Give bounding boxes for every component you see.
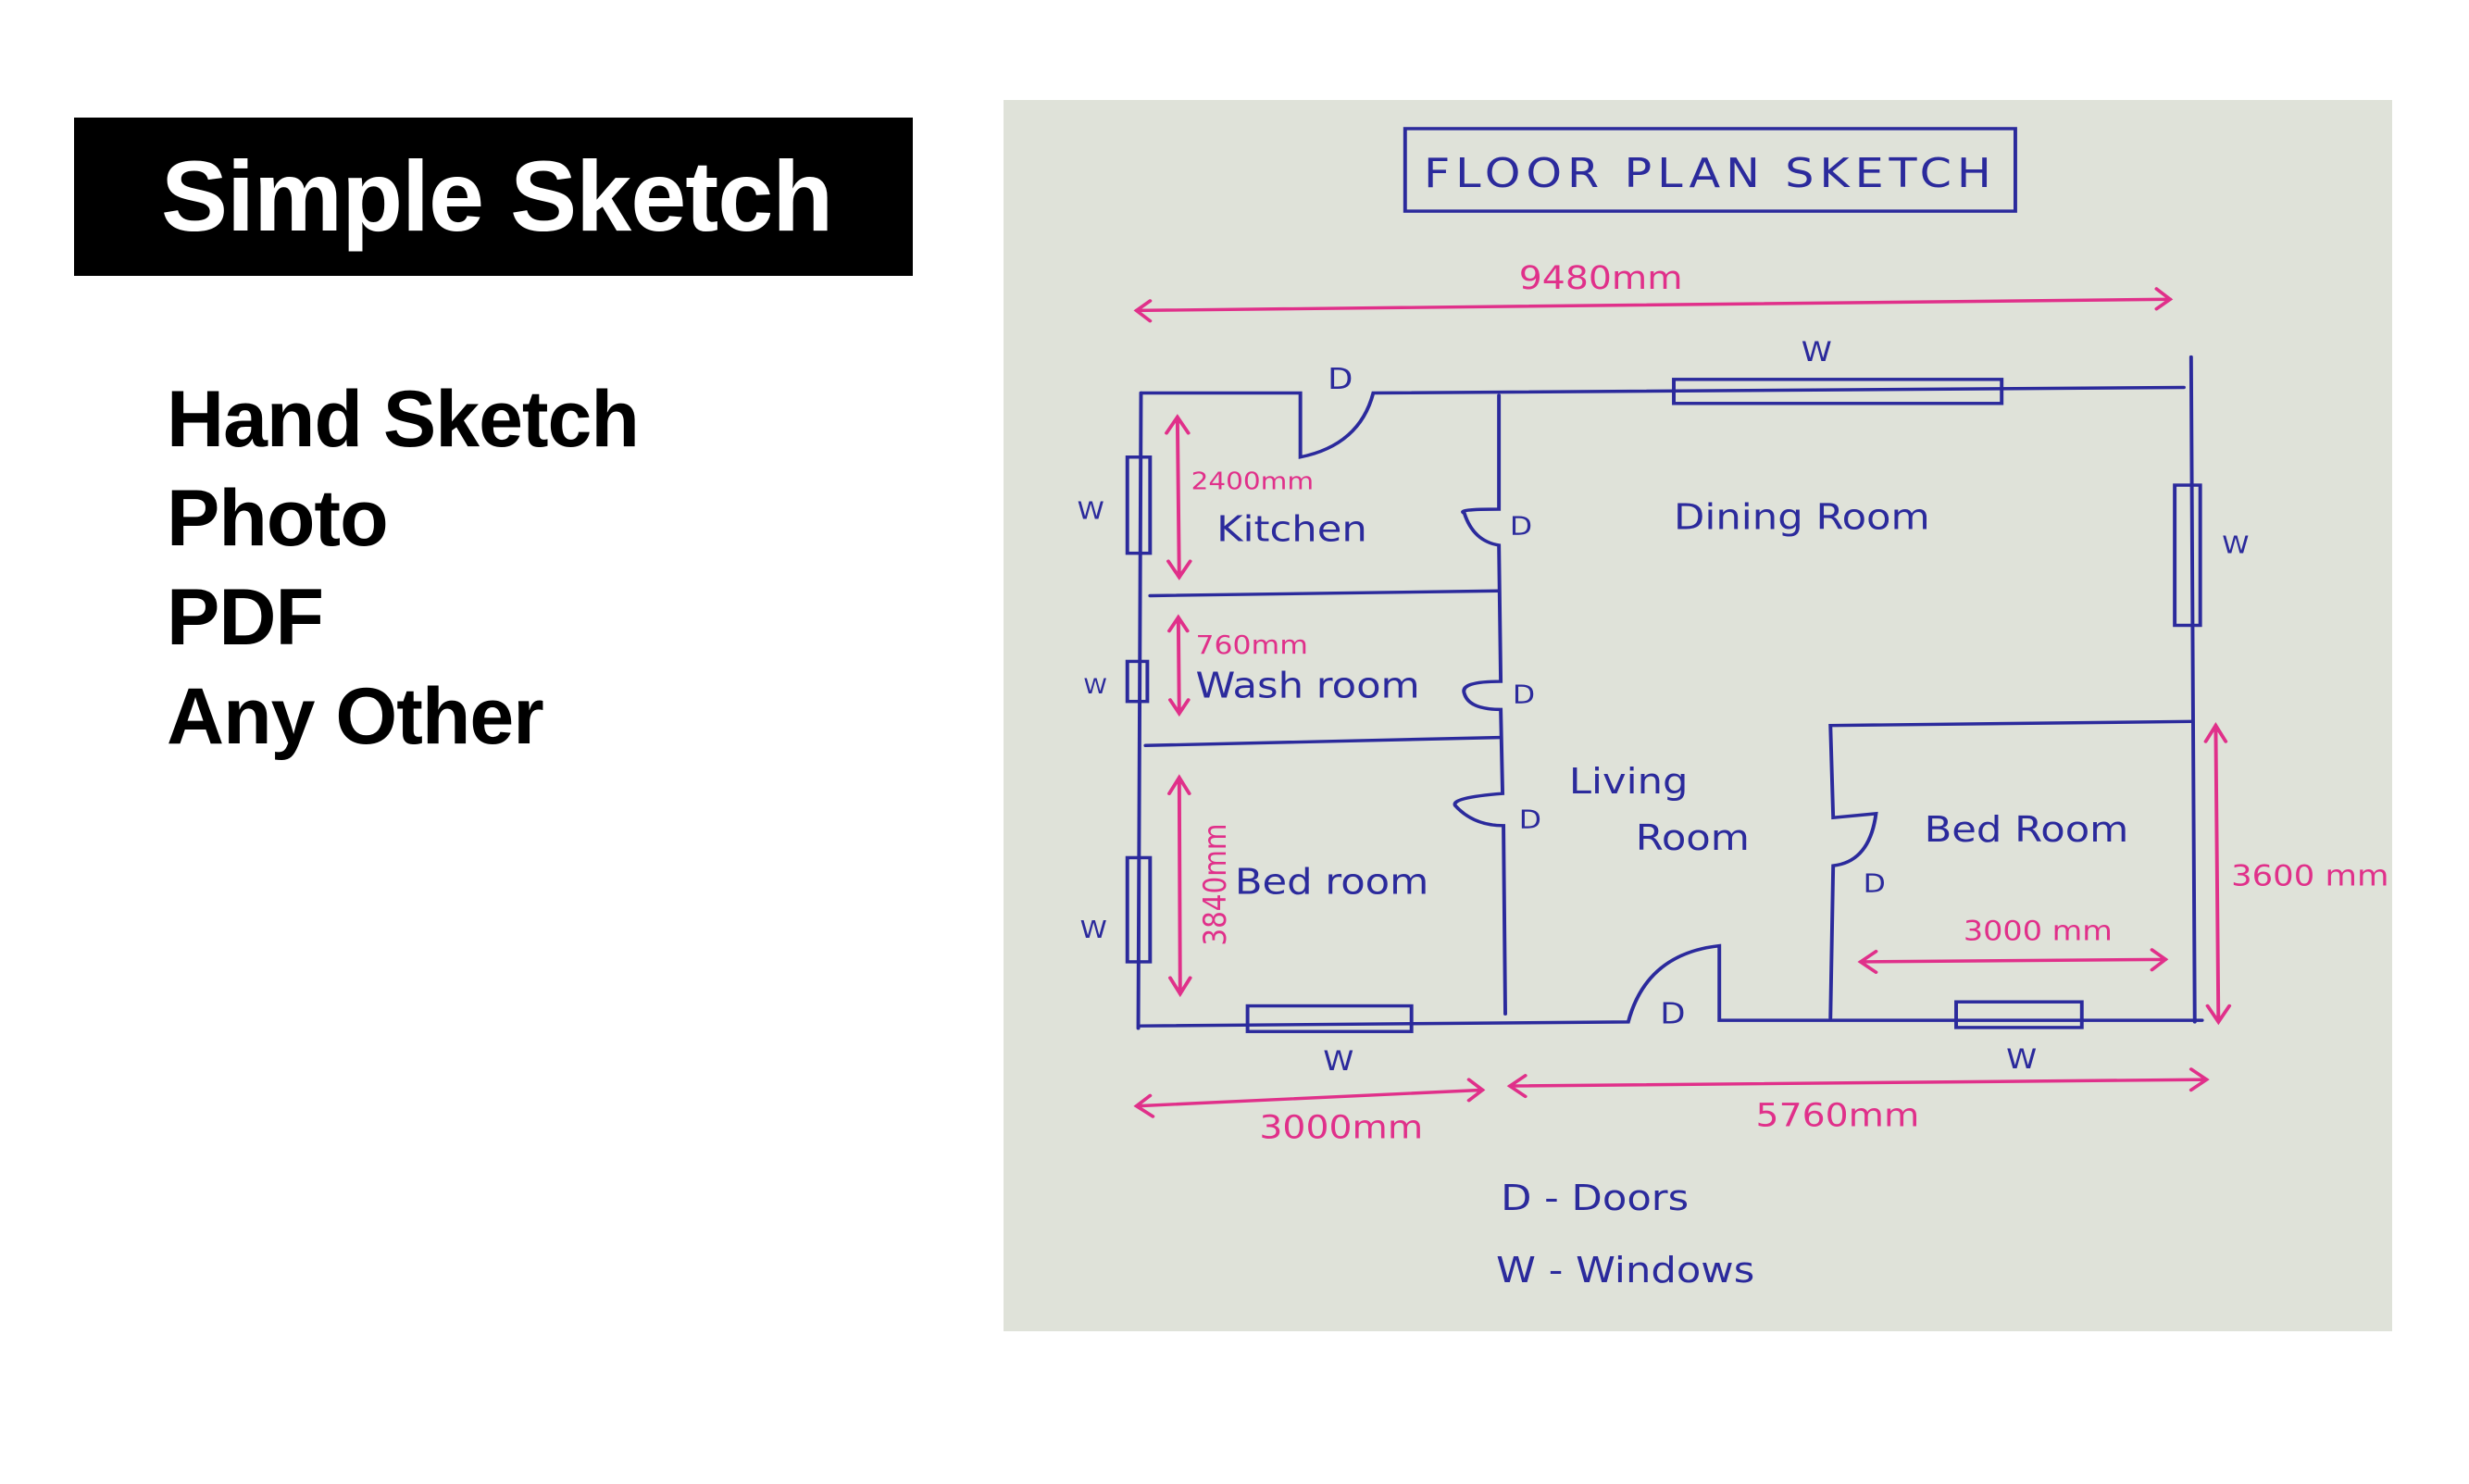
- format-item: Hand Sketch: [167, 375, 640, 464]
- dimension-bed-room-right-width: 3000 mm: [1964, 916, 2113, 947]
- title-banner: Simple Sketch: [74, 118, 913, 276]
- dimension-kitchen: 2400mm: [1191, 467, 1315, 495]
- floor-plan-sketch: FLOOR PLAN SKETCH Kitchen Wash room Bed …: [1078, 127, 2388, 1291]
- page-title: Simple Sketch: [161, 140, 833, 252]
- door-mark: D: [1660, 997, 1685, 1030]
- dimension-bottom-right: 5760mm: [1756, 1097, 1920, 1134]
- format-item: Any Other: [167, 672, 544, 761]
- room-label-living-room: Room: [1636, 817, 1750, 858]
- dimension-arrow: [1857, 948, 2169, 974]
- dimension-bed-room-right-height: 3600 mm: [2231, 859, 2388, 892]
- wall: [1143, 735, 1502, 748]
- format-item: Photo: [167, 474, 389, 563]
- wall: [1148, 589, 1502, 598]
- window: [2173, 483, 2202, 628]
- dimension-wash-room: 760mm: [1196, 630, 1308, 660]
- room-label-bed-room-left: Bed room: [1235, 861, 1428, 903]
- window: [1672, 378, 2004, 405]
- legend-windows: W - Windows: [1496, 1250, 1754, 1291]
- window: [1125, 855, 1153, 964]
- window-mark: W: [2006, 1044, 2037, 1076]
- heading-box: [1403, 127, 2017, 213]
- room-label-kitchen: Kitchen: [1216, 508, 1367, 550]
- dimension-arrow: [1165, 414, 1192, 580]
- room-label-bed-room-right: Bed Room: [1925, 809, 2129, 851]
- window: [1954, 1000, 2084, 1029]
- dimension-bed-room-left: 3840mm: [1198, 823, 1233, 945]
- dimension-arrow: [1133, 287, 2174, 323]
- wall: [1136, 391, 1143, 1030]
- window: [1245, 1004, 1414, 1033]
- wall: [1453, 393, 1507, 1016]
- window-mark: W: [1078, 496, 1104, 525]
- dimension-overall-width: 9480mm: [1519, 259, 1683, 296]
- door-mark: D: [1519, 804, 1541, 834]
- window-mark: W: [2222, 530, 2249, 559]
- dimension-arrow: [2203, 722, 2232, 1026]
- window-mark: W: [1080, 916, 1107, 944]
- door-mark: D: [1864, 868, 1886, 899]
- window: [1125, 455, 1153, 555]
- legend-doors: D - Doors: [1501, 1178, 1689, 1219]
- wall: [1828, 719, 2193, 1020]
- room-label-wash-room: Wash room: [1196, 665, 1420, 706]
- wall: [2188, 355, 2197, 1024]
- window-mark: W: [1802, 337, 1832, 368]
- dimension-arrow: [1167, 614, 1191, 717]
- format-item: PDF: [167, 573, 324, 662]
- format-list: Hand Sketch Photo PDF Any Other: [167, 370, 640, 767]
- dimension-arrow: [1133, 1078, 1486, 1118]
- door-mark: D: [1513, 679, 1535, 709]
- door-mark: D: [1510, 511, 1532, 542]
- window: [1125, 659, 1150, 704]
- dimension-arrow: [1506, 1067, 2210, 1099]
- room-label-living: Living: [1569, 761, 1689, 803]
- wall: [1139, 943, 2204, 1028]
- room-label-dining-room: Dining Room: [1674, 496, 1930, 538]
- dimension-arrow: [1167, 774, 1192, 998]
- door-mark: D: [1328, 362, 1353, 395]
- dimension-bottom-left: 3000mm: [1259, 1109, 1423, 1146]
- window-mark: W: [1323, 1046, 1353, 1078]
- sketch-heading: FLOOR PLAN SKETCH: [1424, 150, 1997, 196]
- wall: [1139, 385, 2186, 459]
- window-mark: W: [1084, 674, 1107, 698]
